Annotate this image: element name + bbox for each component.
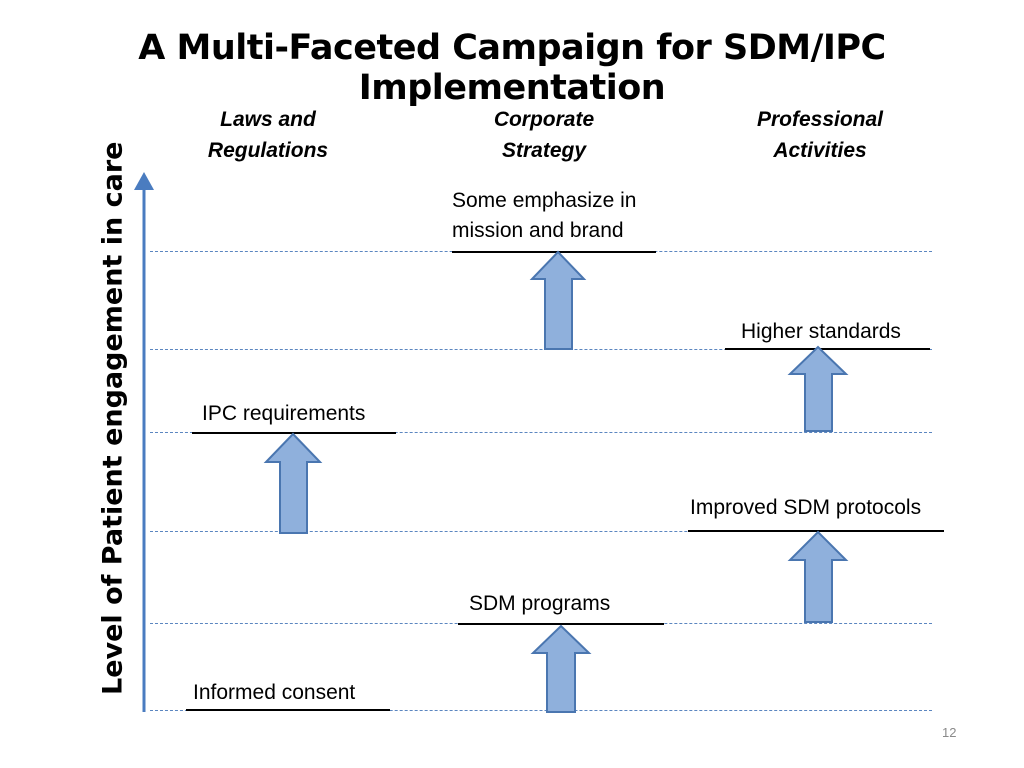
label-ipc-requirements: IPC requirements (202, 402, 366, 425)
label-sdm-programs: SDM programs (469, 592, 611, 615)
dashed-level-line (150, 349, 932, 350)
page-number: 12 (942, 725, 957, 740)
underline-mission-brand (452, 251, 656, 253)
label-mission-brand: Some emphasize in mission and brand (452, 189, 637, 242)
column-header-corporate: Corporate Strategy (493, 108, 595, 162)
dashed-level-line (150, 432, 932, 433)
up-arrow-icon-higher-standards (787, 345, 849, 432)
underline-informed-consent (186, 709, 390, 711)
y-axis-arrowhead-icon (134, 172, 154, 190)
underline-improved-sdm-protocols (688, 530, 944, 532)
column-header-professional: Professional Activities (756, 108, 884, 162)
up-arrow-icon-sdm-programs (530, 624, 592, 713)
up-arrow-icon-laws (263, 432, 323, 534)
dashed-level-line (150, 531, 932, 532)
label-higher-standards: Higher standards (741, 320, 901, 343)
column-header-laws: Laws and Regulations (207, 108, 329, 162)
up-arrow-icon-mission-brand (529, 250, 587, 350)
slide-title: A Multi-Faceted Campaign for SDM/IPC Imp… (138, 28, 886, 108)
label-informed-consent: Informed consent (193, 681, 356, 704)
label-improved-sdm-protocols: Improved SDM protocols (690, 496, 922, 519)
underline-ipc-requirements (192, 432, 396, 434)
up-arrow-icon-improved-protocols (787, 530, 849, 623)
underline-higher-standards (725, 348, 930, 350)
dashed-level-line (150, 710, 932, 711)
underline-sdm-programs (458, 623, 664, 625)
